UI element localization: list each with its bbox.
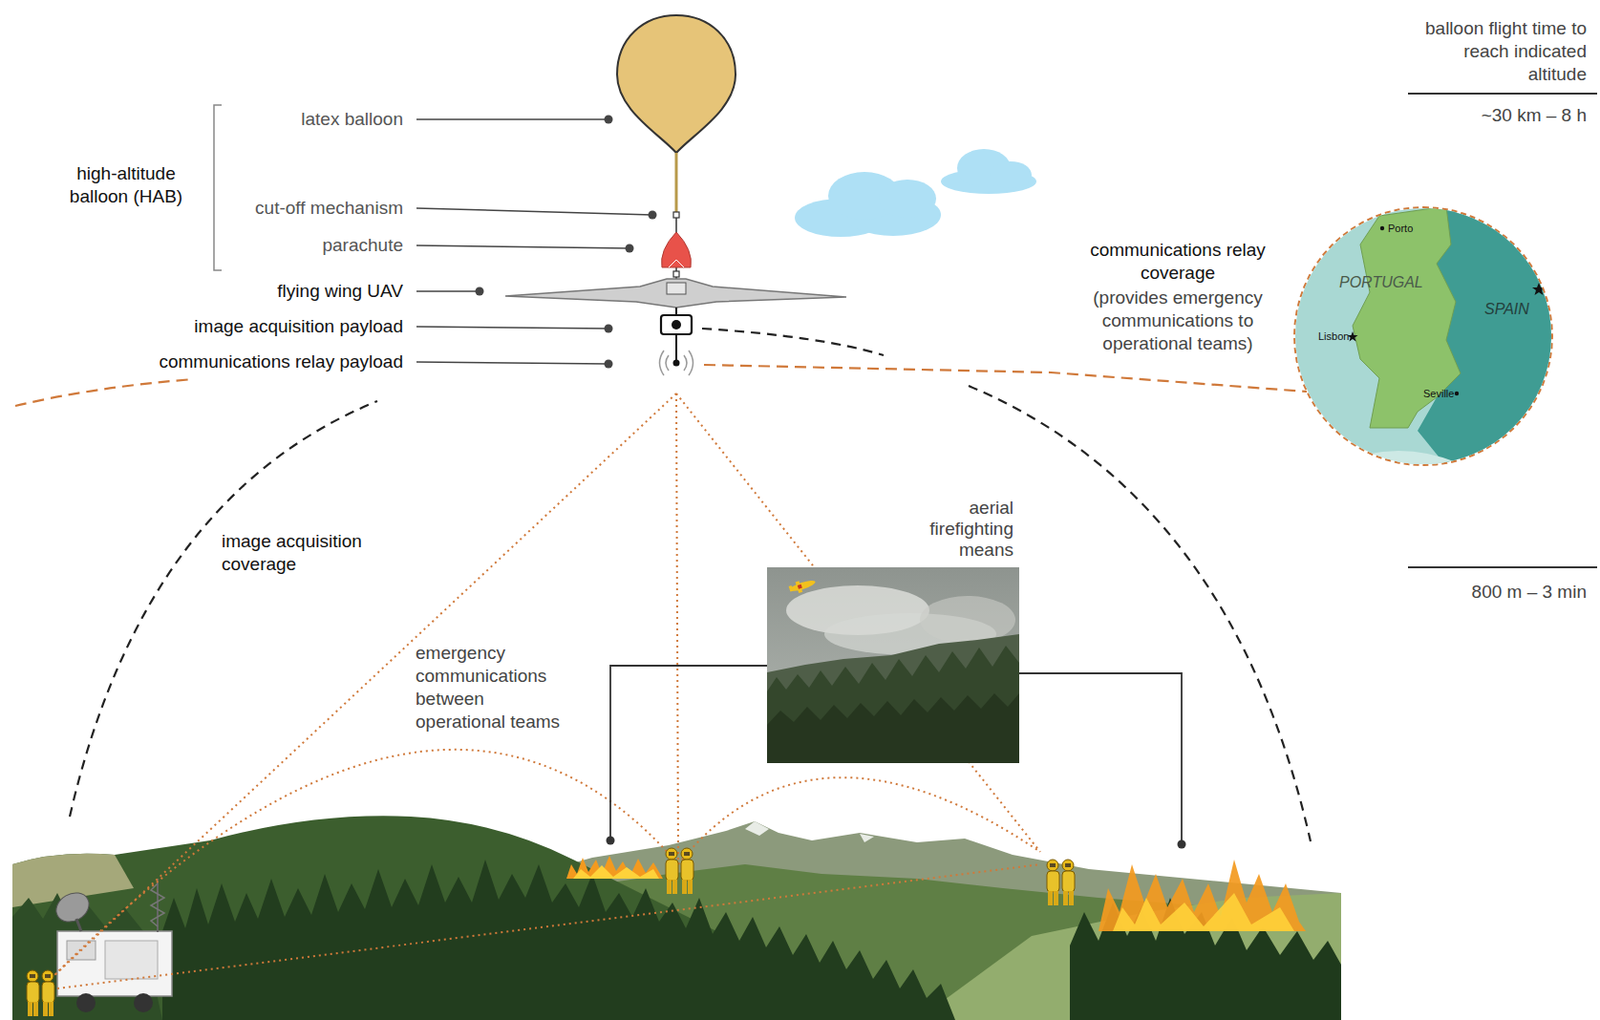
altitude-value: 800 m – 3 min xyxy=(1405,580,1587,604)
landscape xyxy=(12,815,1342,1020)
image-coverage-arc xyxy=(69,328,1311,842)
leader-dot xyxy=(606,836,616,846)
balloon-system xyxy=(505,15,847,376)
country-name: SPAIN xyxy=(1484,299,1530,319)
part-name: cut-off mechanism xyxy=(116,196,404,220)
link-label: emergency communications between operati… xyxy=(415,641,576,734)
bracket xyxy=(213,105,222,271)
emergency-links xyxy=(50,393,1041,989)
ground-station xyxy=(50,878,172,1013)
country-name: PORTUGAL xyxy=(1339,273,1424,292)
part-name: communications relay payload xyxy=(97,350,404,374)
coverage-label: image acquisition coverage xyxy=(221,530,389,576)
altitude-value: ~30 km – 8 h xyxy=(1405,104,1587,128)
firefighting-photo xyxy=(767,567,1020,764)
coverage-title: communications relay coverage xyxy=(1067,238,1288,285)
city-name: Lisbon xyxy=(1318,330,1349,343)
part-name: parachute xyxy=(116,234,404,257)
coverage-note: (provides emergency communications to op… xyxy=(1067,286,1288,356)
leader-dots xyxy=(475,115,658,369)
part-name: latex balloon xyxy=(116,107,404,131)
clouds xyxy=(794,149,1037,237)
leader-dot xyxy=(1177,840,1187,850)
photo-heading: aerial firefighting means xyxy=(889,497,1014,561)
city-name: Seville xyxy=(1423,387,1454,401)
part-name: image acquisition payload xyxy=(97,315,404,339)
map-circle: PortoPORTUGAL SPAIN LisbonSeville xyxy=(1293,206,1554,467)
city-name: Porto xyxy=(1387,222,1413,235)
photo-panel: aerial firefighting means xyxy=(767,497,1020,764)
firefighters xyxy=(26,848,1075,1017)
part-name: flying wing UAV xyxy=(116,279,404,303)
rule xyxy=(1408,566,1598,569)
rule xyxy=(1408,92,1598,95)
altitude-header: balloon flight time to reach indicated a… xyxy=(1405,17,1587,86)
group-name: high-altitude balloon (HAB) xyxy=(54,162,198,209)
part-leaders xyxy=(416,119,653,364)
